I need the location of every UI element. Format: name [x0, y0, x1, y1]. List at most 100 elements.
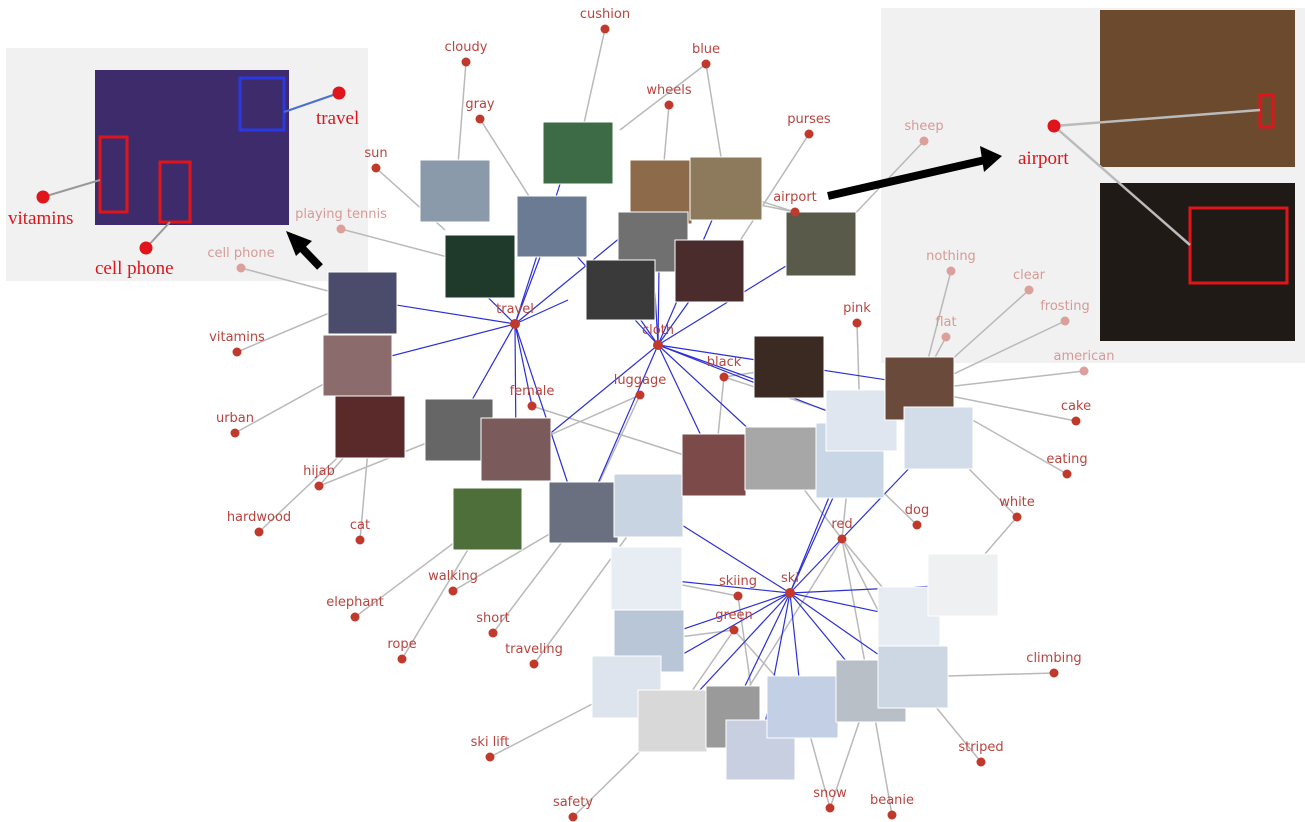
keyword-node-playing-tennis[interactable] [336, 224, 346, 234]
vitamins-callout-label: vitamins [8, 208, 73, 229]
image-thumbnail[interactable] [689, 156, 763, 221]
keyword-node-female[interactable] [527, 401, 537, 411]
keyword-label-safety: safety [553, 795, 593, 810]
image-thumbnail[interactable] [334, 395, 406, 459]
keyword-label-short: short [476, 611, 509, 626]
image-thumbnail[interactable] [542, 121, 614, 185]
airport-callout-label: airport [1018, 148, 1069, 169]
keyword-node-dog[interactable] [912, 520, 922, 530]
keyword-node-cell-phone[interactable] [236, 263, 246, 273]
keyword-node-luggage[interactable] [635, 390, 645, 400]
keyword-node-walking[interactable] [448, 586, 458, 596]
keyword-node-clear[interactable] [1024, 285, 1034, 295]
keyword-node-wheels[interactable] [664, 100, 674, 110]
keyword-node-ski-lift[interactable] [485, 752, 495, 762]
travel-callout-dot [332, 86, 346, 100]
keyword-node-cloth[interactable] [653, 340, 663, 350]
image-thumbnail[interactable] [585, 259, 656, 321]
keyword-node-skiing[interactable] [733, 591, 743, 601]
keyword-node-gray[interactable] [475, 114, 485, 124]
vitamins-highlight-box [98, 135, 129, 214]
keyword-node-traveling[interactable] [529, 659, 539, 669]
keyword-label-american: american [1054, 349, 1115, 364]
keyword-label-green: green [715, 608, 753, 623]
cell-phone-callout-dot [139, 241, 153, 255]
keyword-node-white[interactable] [1012, 512, 1022, 522]
keyword-label-clear: clear [1013, 268, 1046, 283]
keyword-label-female: female [510, 384, 555, 399]
keyword-node-cat[interactable] [355, 535, 365, 545]
image-thumbnail[interactable] [877, 645, 949, 709]
keyword-node-sun[interactable] [371, 163, 381, 173]
keyword-label-wheels: wheels [646, 83, 691, 98]
hub-image-edge [514, 323, 533, 407]
image-thumbnail[interactable] [766, 675, 839, 739]
image-thumbnail[interactable] [419, 159, 491, 223]
keyword-node-pink[interactable] [852, 318, 862, 328]
keyword-node-hardwood[interactable] [254, 527, 264, 537]
image-thumbnail[interactable] [610, 546, 683, 611]
keyword-label-playing-tennis: playing tennis [295, 207, 387, 222]
keyword-node-travel[interactable] [510, 319, 520, 329]
image-thumbnail[interactable] [480, 417, 552, 482]
keyword-label-urban: urban [216, 411, 254, 426]
keyword-label-gray: gray [465, 97, 495, 112]
keyword-image-edge [733, 133, 810, 251]
keyword-node-cloudy[interactable] [461, 57, 471, 67]
keyword-node-rope[interactable] [397, 654, 407, 664]
keyword-node-cushion[interactable] [600, 24, 610, 34]
keyword-node-eating[interactable] [1062, 469, 1072, 479]
keyword-node-snow[interactable] [825, 803, 835, 813]
keyword-label-walking: walking [428, 569, 478, 584]
keyword-label-purses: purses [787, 112, 831, 127]
image-thumbnail[interactable] [444, 234, 516, 299]
keyword-node-blue[interactable] [701, 59, 711, 69]
keyword-node-ski[interactable] [785, 588, 795, 598]
keyword-label-ski: ski [781, 571, 799, 586]
image-thumbnail[interactable] [681, 433, 747, 497]
image-thumbnail[interactable] [322, 334, 393, 397]
image-thumbnail[interactable] [785, 211, 857, 277]
keyword-node-green[interactable] [729, 625, 739, 635]
keyword-label-snow: snow [813, 786, 847, 801]
image-thumbnail[interactable] [674, 239, 745, 303]
keyword-label-hardwood: hardwood [227, 510, 291, 525]
keyword-node-cake[interactable] [1071, 416, 1081, 426]
image-thumbnail[interactable] [613, 473, 684, 538]
keyword-label-beanie: beanie [870, 793, 914, 808]
keyword-node-black[interactable] [719, 372, 729, 382]
keyword-node-purses[interactable] [804, 129, 814, 139]
keyword-label-dog: dog [905, 503, 929, 518]
keyword-label-cake: cake [1061, 399, 1091, 414]
keyword-node-beanie[interactable] [887, 810, 897, 820]
image-thumbnail[interactable] [637, 689, 708, 753]
keyword-node-frosting[interactable] [1060, 316, 1070, 326]
keyword-node-hijab[interactable] [314, 481, 324, 491]
keyword-node-short[interactable] [488, 628, 498, 638]
keyword-node-airport[interactable] [790, 207, 800, 217]
keyword-node-vitamins[interactable] [232, 347, 242, 357]
image-thumbnail[interactable] [452, 487, 523, 551]
keyword-node-elephant[interactable] [350, 612, 360, 622]
keyword-node-american[interactable] [1079, 366, 1089, 376]
keyword-node-red[interactable] [837, 534, 847, 544]
image-thumbnail[interactable] [516, 195, 588, 258]
keyword-node-flat[interactable] [941, 332, 951, 342]
keyword-label-black: black [707, 355, 742, 370]
cell-phone-highlight-box [158, 160, 192, 224]
keyword-node-climbing[interactable] [1049, 668, 1059, 678]
image-thumbnail[interactable] [744, 426, 817, 491]
hub-image-edge [514, 299, 569, 325]
image-thumbnail[interactable] [753, 335, 825, 399]
image-thumbnail[interactable] [548, 481, 619, 544]
keyword-node-sheep[interactable] [919, 136, 929, 146]
keyword-label-pink: pink [843, 301, 871, 316]
image-thumbnail[interactable] [327, 271, 398, 335]
keyword-node-safety[interactable] [568, 812, 578, 822]
keyword-label-flat: flat [935, 315, 956, 330]
keyword-node-nothing[interactable] [946, 266, 956, 276]
image-thumbnail[interactable] [903, 406, 974, 470]
keyword-node-striped[interactable] [976, 757, 986, 767]
keyword-node-urban[interactable] [230, 428, 240, 438]
image-thumbnail[interactable] [927, 553, 999, 617]
